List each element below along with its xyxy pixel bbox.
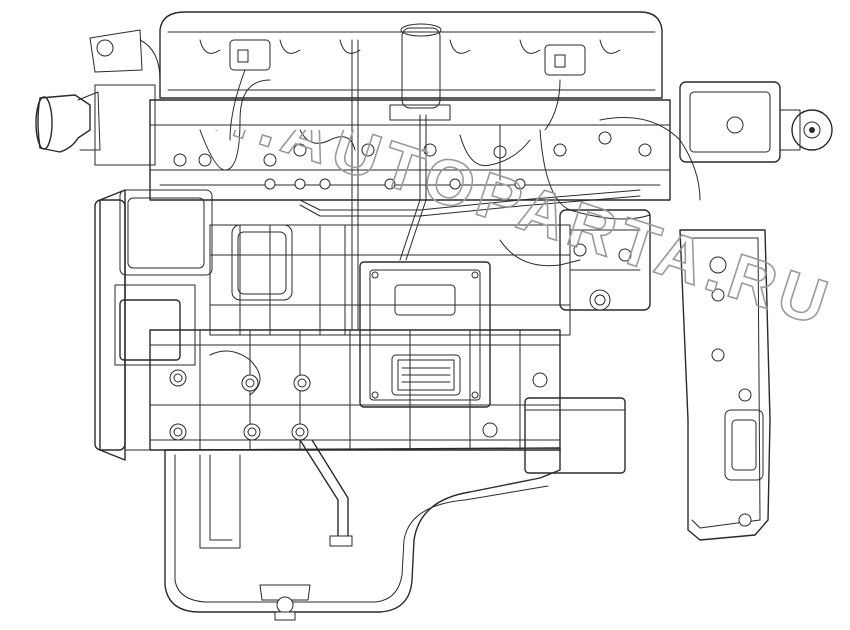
dipstick-tube: [299, 439, 353, 547]
fuel-pump: [559, 209, 651, 311]
oil-pan: [164, 447, 561, 621]
crankcase: [209, 224, 571, 336]
flywheel-housing: [679, 229, 771, 541]
air-compressor: [679, 81, 833, 163]
timing-cover: [94, 189, 213, 461]
cylinder-head: [149, 99, 671, 201]
water-outlet: [35, 29, 161, 166]
ecu-module: [359, 261, 491, 408]
engine-block: [149, 329, 561, 451]
oil-filter: [119, 299, 181, 361]
starter-motor: [524, 397, 626, 474]
valve-cover: [159, 11, 663, 121]
